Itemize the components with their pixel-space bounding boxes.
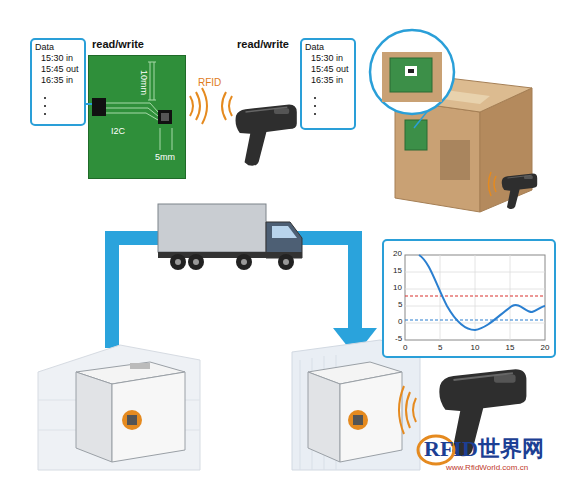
axis-tick: 15	[506, 343, 515, 352]
axis-tick: 0	[398, 317, 402, 326]
shipping-box	[308, 362, 402, 462]
rf-waves	[489, 172, 497, 196]
data-row: 15:30 in	[305, 53, 351, 64]
axis-tick: 15	[393, 266, 402, 275]
data-row: 15:45 out	[305, 64, 351, 75]
shipping-box	[76, 362, 185, 462]
watermark: RFID世界网	[424, 434, 544, 464]
rf-waves	[399, 386, 416, 434]
axis-tick: 20	[541, 343, 550, 352]
axis-tick: 10	[393, 283, 402, 292]
truck	[158, 204, 302, 270]
signal-name: RFID	[198, 77, 221, 88]
data-row: 16:35 in	[35, 75, 81, 86]
data-heading: Data	[305, 42, 351, 53]
dimension-label: 10mm	[139, 70, 149, 95]
action-label: read/write	[237, 38, 289, 50]
ellipsis-dots	[44, 97, 316, 115]
action-label: read/write	[92, 38, 144, 50]
data-row: 16:35 in	[305, 75, 351, 86]
axis-tick: -5	[395, 334, 402, 343]
watermark-url: www.RfidWorld.com.cn	[446, 463, 528, 472]
warehouse	[292, 340, 420, 470]
axis-tick: 5	[398, 300, 402, 309]
data-box: Data15:30 in15:45 out16:35 in	[300, 38, 356, 130]
pcb-detail	[92, 62, 172, 150]
data-row: 15:45 out	[35, 64, 81, 75]
data-heading: Data	[35, 42, 81, 53]
flow-arrow	[112, 238, 355, 348]
rf-waves	[190, 88, 232, 124]
leader-line	[86, 103, 92, 105]
axis-tick: 20	[393, 249, 402, 258]
axis-tick: 5	[438, 343, 442, 352]
warehouse	[38, 345, 200, 470]
temperature-chart	[383, 240, 555, 357]
data-box: Data15:30 in15:45 out16:35 in	[30, 38, 86, 126]
axis-tick: 10	[471, 343, 480, 352]
zoom-circle	[370, 30, 454, 114]
axis-tick: 0	[403, 343, 407, 352]
rfid-reader	[236, 104, 297, 165]
rfid-reader	[502, 174, 537, 209]
tag-closeup	[382, 52, 442, 102]
dimension-label: I2C	[111, 126, 125, 136]
dimension-label: 5mm	[155, 152, 175, 162]
data-row: 15:30 in	[35, 53, 81, 64]
